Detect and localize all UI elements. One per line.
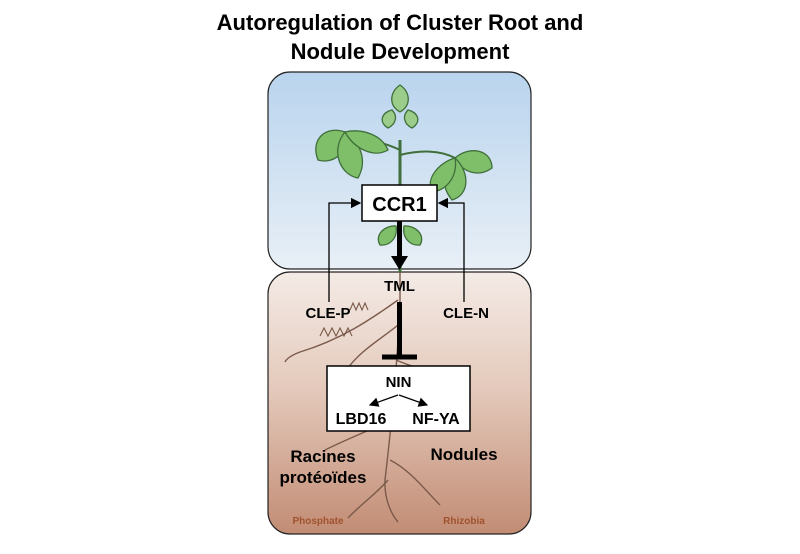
nodules-label: Nodules [430, 445, 497, 464]
nin-box [326, 365, 471, 432]
diagram-title: Autoregulation of Cluster Root and Nodul… [0, 8, 800, 66]
nin-to-nfya-arrow [398, 394, 429, 407]
title-line-1: Autoregulation of Cluster Root and [216, 10, 584, 35]
title-line-2: Nodule Development [290, 39, 510, 64]
nin-label: NIN [386, 374, 412, 391]
cle-n-to-ccr1-arrow [437, 197, 465, 302]
racines-label-line2: protéoïdes [280, 468, 367, 487]
nin-to-lbd16-arrow [368, 394, 399, 407]
nfya-label: NF-YA [412, 411, 460, 428]
cle-p-label: CLE-P [306, 305, 351, 322]
ccr1-box [361, 184, 438, 222]
rhizobia-label: Rhizobia [443, 516, 485, 527]
cle-n-label: CLE-N [443, 305, 489, 322]
tml-label: TML [384, 278, 415, 295]
ccr1-label: CCR1 [372, 194, 426, 216]
phosphate-label: Phosphate [292, 516, 344, 527]
ccr1-to-tml-arrowhead [391, 256, 408, 270]
lbd16-label: LBD16 [336, 411, 387, 428]
cle-p-to-ccr1-arrow [328, 197, 362, 302]
racines-label-line1: Racines [290, 447, 355, 466]
